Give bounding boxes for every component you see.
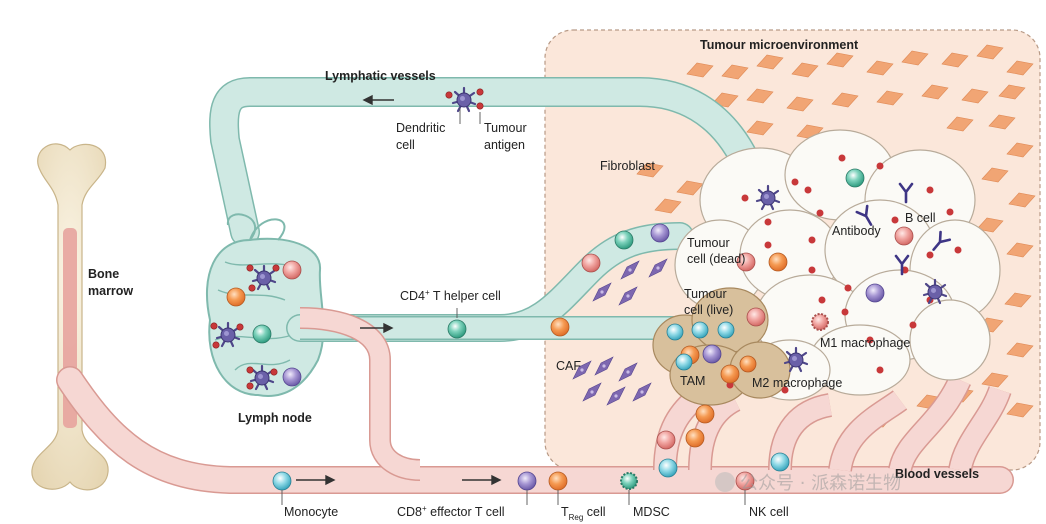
blood-vessels xyxy=(56,307,1014,494)
label-tumour-live-1: Tumour xyxy=(684,287,727,301)
watermark-text: 公众号 · 派森诺生物 xyxy=(740,473,901,494)
label-tumour-antigen-1: Tumour xyxy=(484,121,527,135)
label-treg-cell: TReg cell xyxy=(561,505,606,522)
label-monocyte: Monocyte xyxy=(284,505,338,519)
tumour-antigen-markers xyxy=(210,88,484,390)
label-cd8-effector: CD8+ effector T cell xyxy=(397,504,505,519)
label-fibroblast: Fibroblast xyxy=(600,159,655,173)
label-mdsc: MDSC xyxy=(633,505,670,519)
leader-lines xyxy=(281,108,746,505)
label-dendritic-cell-1: Dendritic xyxy=(396,121,445,135)
label-m2-macrophage: M2 macrophage xyxy=(752,376,842,390)
flow-arrows xyxy=(296,94,502,486)
label-antibody: Antibody xyxy=(832,224,881,238)
antigen-dots xyxy=(726,154,962,394)
label-tam: TAM xyxy=(680,374,705,388)
label-lymph-node: Lymph node xyxy=(238,411,312,425)
watermark: 公众号 · 派森诺生物 xyxy=(715,472,901,494)
lymph-node xyxy=(205,213,325,397)
label-lymphatic-vessels: Lymphatic vessels xyxy=(325,69,436,83)
cd4-t-cell xyxy=(447,319,467,339)
label-bone-marrow-1: Bone xyxy=(88,267,119,281)
label-tumour-live-2: cell (live) xyxy=(684,303,733,317)
label-dendritic-cell-2: cell xyxy=(396,138,415,152)
label-tumour-antigen-2: antigen xyxy=(484,138,525,152)
label-cd4-t-helper: CD4+ T helper cell xyxy=(400,288,501,303)
lymphatic-vessel xyxy=(209,77,760,247)
bone xyxy=(31,143,109,491)
label-b-cell: B cell xyxy=(905,211,936,225)
label-blood-vessels: Blood vessels xyxy=(895,467,979,481)
label-tumour-dead-1: Tumour xyxy=(687,236,730,250)
label-tumour-dead-2: cell (dead) xyxy=(687,252,745,266)
immune-cells xyxy=(226,168,914,491)
label-bone-marrow-2: marrow xyxy=(88,284,133,298)
label-m1-macrophage: M1 macrophage xyxy=(820,336,910,350)
label-caf: CAF xyxy=(556,359,581,373)
label-nk-cell: NK cell xyxy=(749,505,789,519)
label-tumour-microenvironment: Tumour microenvironment xyxy=(700,38,859,52)
